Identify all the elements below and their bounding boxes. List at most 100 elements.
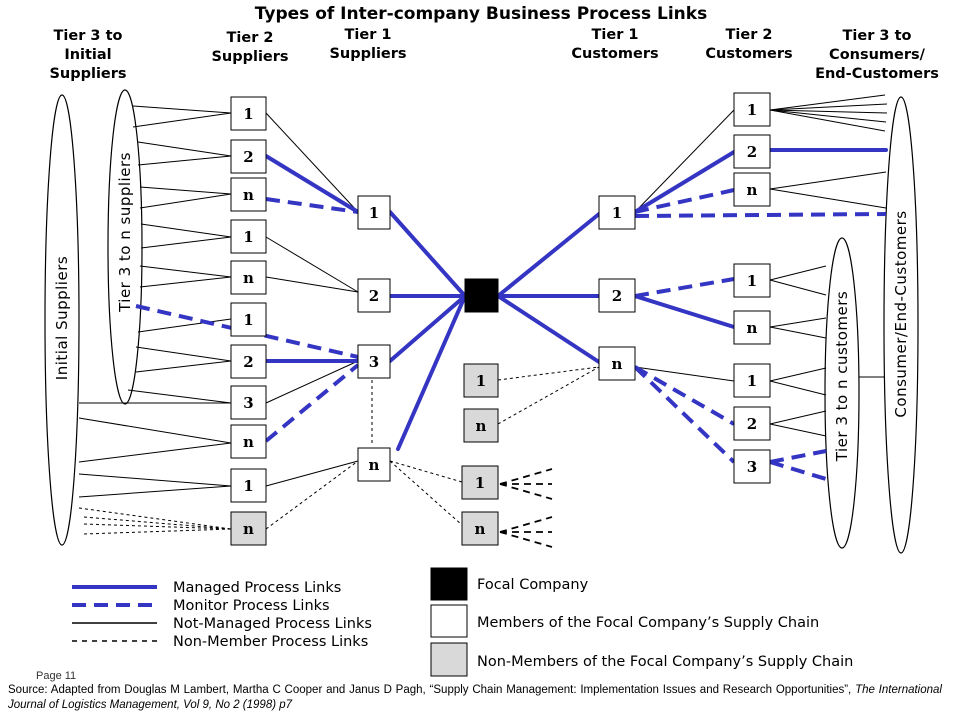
supplier-box bbox=[230, 385, 267, 420]
link-line bbox=[634, 188, 735, 214]
legend-nonmember-swatch bbox=[430, 642, 468, 677]
link-line bbox=[83, 523, 232, 530]
link-line bbox=[265, 360, 359, 404]
diagram-title: Types of Inter-company Business Process … bbox=[255, 4, 707, 24]
link-line bbox=[264, 363, 360, 443]
page-number: Page 11 bbox=[36, 670, 76, 682]
line-legend: Managed Process Links Monitor Process Li… bbox=[72, 580, 372, 650]
legend-member-label: Members of the Focal Company’s Supply Ch… bbox=[477, 615, 819, 631]
link-line bbox=[496, 294, 601, 364]
initial-suppliers-oval bbox=[44, 94, 80, 546]
box-label: 1 bbox=[747, 372, 757, 390]
link-line bbox=[769, 410, 827, 425]
supplier-box bbox=[357, 278, 391, 313]
nonmember-box bbox=[461, 465, 499, 500]
supplier-box bbox=[357, 195, 391, 230]
link-line bbox=[140, 223, 232, 238]
link-line bbox=[78, 473, 232, 487]
link-line bbox=[140, 236, 232, 249]
supplier-box bbox=[230, 468, 267, 503]
customer-box bbox=[598, 346, 636, 381]
header-line: Customers bbox=[705, 46, 792, 62]
header-line: Consumers/ bbox=[829, 47, 926, 63]
not-managed-links bbox=[78, 94, 888, 498]
box-label: 3 bbox=[747, 458, 757, 476]
supplier-box bbox=[230, 424, 267, 459]
box-label: 1 bbox=[476, 372, 486, 390]
legend-focal-label: Focal Company bbox=[477, 577, 589, 593]
customer-box bbox=[733, 263, 771, 298]
link-line bbox=[78, 417, 232, 444]
header-line: Tier 3 to bbox=[843, 28, 912, 44]
supplier-box bbox=[230, 177, 267, 212]
source-lead: Source: Adapted from Douglas M Lambert, … bbox=[8, 684, 856, 696]
link-line bbox=[769, 449, 827, 464]
link-line bbox=[137, 141, 232, 157]
box-label: 3 bbox=[369, 353, 379, 371]
link-line bbox=[769, 317, 827, 328]
box-label: n bbox=[476, 417, 487, 435]
box-label: 1 bbox=[243, 228, 253, 246]
customer-box bbox=[733, 134, 771, 169]
link-line bbox=[139, 276, 232, 288]
nonmember-box bbox=[230, 511, 267, 546]
source-journal: The International Journal of Logistics M… bbox=[8, 684, 942, 711]
customer-box bbox=[733, 92, 771, 127]
link-line bbox=[769, 94, 886, 111]
link-line bbox=[78, 442, 232, 463]
link-line bbox=[634, 277, 735, 298]
link-line bbox=[132, 112, 232, 128]
link-line bbox=[388, 210, 467, 298]
link-line bbox=[769, 103, 888, 111]
header-tier1-customers: Tier 1 Customers bbox=[571, 27, 658, 62]
link-line bbox=[265, 460, 359, 487]
header-tier3-initial-suppliers: Tier 3 to Initial Suppliers bbox=[49, 28, 126, 82]
supplier-box bbox=[230, 219, 267, 254]
box-label: 1 bbox=[243, 105, 253, 123]
link-line bbox=[135, 346, 232, 362]
link-line bbox=[499, 468, 553, 485]
link-line bbox=[135, 360, 232, 373]
header-tier2-customers: Tier 2 Customers bbox=[705, 27, 792, 62]
tier3-suppliers-oval bbox=[107, 89, 143, 405]
link-line bbox=[769, 367, 827, 382]
box-label: n bbox=[243, 520, 254, 538]
link-line bbox=[83, 528, 232, 535]
link-line bbox=[769, 265, 827, 281]
header-tier1-suppliers: Tier 1 Suppliers bbox=[329, 27, 406, 62]
link-line bbox=[78, 485, 232, 498]
link-line bbox=[634, 109, 735, 213]
legend-member-swatch bbox=[430, 604, 468, 638]
customer-box bbox=[733, 363, 771, 398]
link-line bbox=[265, 236, 359, 293]
consumer-end-label: Consumer/End-Customers bbox=[892, 210, 910, 417]
tier1-supplier-boxes: 1 2 3 n bbox=[357, 195, 391, 482]
link-line bbox=[769, 460, 827, 481]
supplier-box bbox=[357, 344, 391, 379]
legend-nonmember-label: Non-Members of the Focal Company’s Suppl… bbox=[477, 654, 853, 670]
link-line bbox=[499, 483, 553, 500]
managed-links bbox=[264, 148, 888, 451]
link-line bbox=[769, 423, 827, 437]
customer-box bbox=[598, 195, 636, 230]
box-label: 2 bbox=[747, 415, 757, 433]
non-member-links bbox=[78, 366, 600, 535]
link-line bbox=[769, 109, 887, 123]
customer-box bbox=[598, 278, 636, 313]
supplier-box bbox=[230, 139, 267, 174]
link-line bbox=[388, 294, 467, 363]
tier2-supplier-boxes: 1 2 n 1 n 1 2 3 n 1 n bbox=[230, 96, 267, 546]
box-label: n bbox=[612, 355, 623, 373]
box-label: n bbox=[747, 181, 758, 199]
link-line bbox=[139, 265, 232, 278]
link-line bbox=[139, 193, 232, 209]
box-label: n bbox=[369, 456, 380, 474]
link-line bbox=[265, 197, 359, 214]
box-label: 3 bbox=[243, 394, 253, 412]
link-line bbox=[769, 171, 887, 190]
link-line bbox=[769, 188, 887, 209]
tier3-customers-label: Tier 3 to n customers bbox=[833, 291, 851, 462]
link-line bbox=[139, 186, 232, 195]
link-line bbox=[497, 366, 600, 381]
supplier-box bbox=[230, 302, 267, 337]
